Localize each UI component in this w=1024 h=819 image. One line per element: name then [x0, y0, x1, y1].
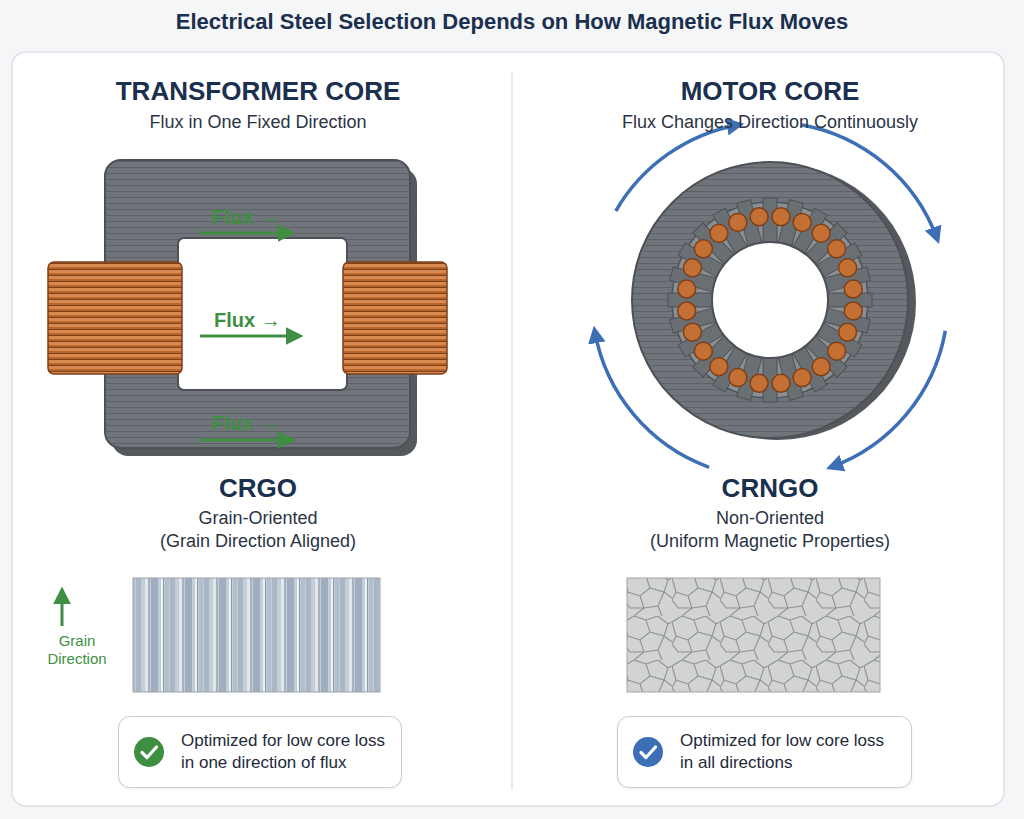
benefit-box: Optimized for low core loss in one direc… — [118, 716, 402, 788]
check-mark — [142, 747, 157, 758]
winding — [694, 240, 712, 258]
grain-texture — [627, 578, 880, 692]
panel-subtitle: Flux Changes Direction Continuously — [550, 112, 990, 134]
winding — [750, 208, 768, 226]
winding — [683, 323, 701, 341]
winding — [772, 374, 790, 392]
winding — [828, 240, 846, 258]
winding — [710, 358, 728, 376]
check-circle — [134, 737, 164, 767]
winding — [710, 224, 728, 242]
winding — [812, 224, 830, 242]
winding — [694, 342, 712, 360]
winding — [839, 323, 857, 341]
winding — [772, 208, 790, 226]
winding — [844, 302, 862, 320]
steel-note: (Grain Direction Aligned) — [58, 531, 458, 553]
winding — [750, 374, 768, 392]
steel-note: (Uniform Magnetic Properties) — [570, 531, 970, 553]
winding — [839, 259, 857, 277]
winding — [793, 213, 811, 231]
grain-texture — [133, 578, 380, 692]
box-text-line: Optimized for low core loss in one direc… — [181, 730, 391, 774]
steel-type: CRGO — [108, 473, 408, 504]
panel-heading: TRANSFORMER CORE — [38, 76, 478, 107]
winding — [828, 342, 846, 360]
steel-name: Grain-Oriented — [58, 508, 458, 530]
stator-bore — [712, 242, 828, 358]
check-circle — [633, 737, 663, 767]
winding — [678, 302, 696, 320]
flux-label: Flux → — [214, 308, 314, 332]
axis-label: Grain Direction — [37, 632, 117, 668]
flux-label: Flux → — [212, 411, 312, 435]
rotation-arrows — [595, 125, 946, 468]
divider — [511, 72, 513, 790]
winding — [683, 259, 701, 277]
panel-card — [12, 52, 1004, 806]
flux-label: Flux → — [212, 205, 312, 229]
winding — [844, 280, 862, 298]
steel-type: CRNGO — [620, 473, 920, 504]
check-mark — [641, 747, 656, 758]
panel-heading: MOTOR CORE — [550, 76, 990, 107]
steel-name: Non-Oriented — [570, 508, 970, 530]
grain-arrow — [61, 590, 64, 626]
title: Electrical Steel Selection Depends on Ho… — [0, 9, 1024, 35]
winding — [793, 369, 811, 387]
panel-subtitle: Flux in One Fixed Direction — [38, 112, 478, 134]
transformer-core — [48, 160, 447, 456]
box-text-line: Optimized for low core loss in all direc… — [680, 730, 901, 774]
check-icon — [632, 736, 664, 768]
check-icon — [133, 736, 165, 768]
winding — [678, 280, 696, 298]
winding — [729, 369, 747, 387]
winding — [812, 358, 830, 376]
box-text: Optimized for low core loss in one direc… — [181, 730, 391, 774]
motor-stator — [632, 162, 916, 440]
winding — [729, 213, 747, 231]
box-text: Optimized for low core loss in all direc… — [680, 730, 901, 774]
benefit-box: Optimized for low core loss in all direc… — [617, 716, 912, 788]
